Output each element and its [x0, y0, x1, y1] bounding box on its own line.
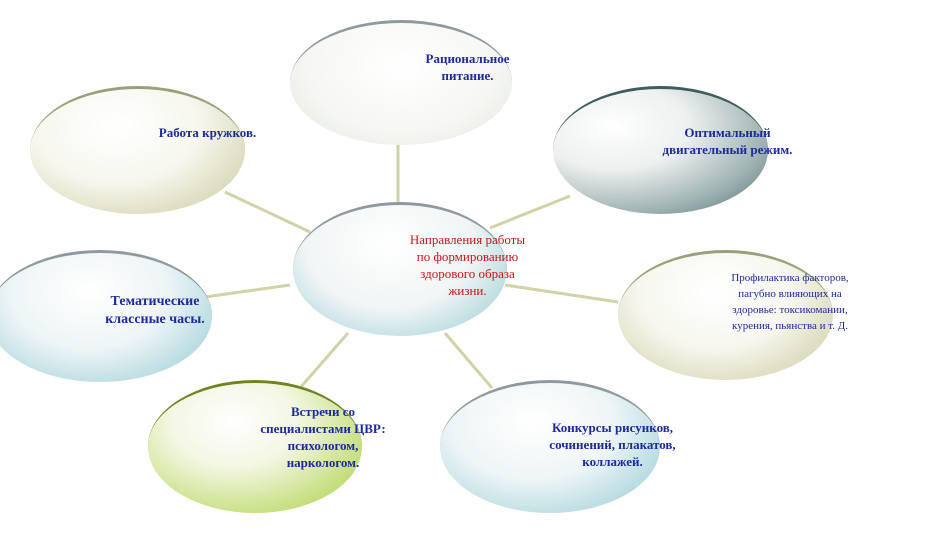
- node-meetings-label: Встречи со специалистами ЦВР: психологом…: [248, 403, 398, 471]
- node-class-hours-line-1: Тематические: [110, 294, 200, 309]
- connector-clubs: [224, 190, 311, 234]
- node-motion: [553, 86, 768, 214]
- connector-meetings: [298, 332, 350, 389]
- node-class-hours-label: Тематические классные часы.: [70, 293, 240, 329]
- node-contests: [440, 380, 660, 513]
- node-meetings-line-4: наркологом.: [286, 455, 360, 470]
- node-center-line-3: здорового образа: [420, 266, 515, 281]
- node-prevention-line-2: пагубно влияющих на: [738, 288, 842, 300]
- node-motion-line-2: двигательный режим.: [662, 142, 793, 157]
- node-clubs-label: Работа кружков.: [130, 124, 285, 141]
- node-nutrition-line-1: Рациональное: [425, 51, 510, 66]
- node-prevention-line-1: Профилактика факторов,: [731, 272, 849, 284]
- node-contests-line-2: сочинений, плакатов,: [549, 437, 676, 452]
- node-prevention-line-3: здоровье: токсикомании,: [732, 304, 848, 316]
- node-nutrition-label: Рациональное питание.: [400, 50, 535, 84]
- node-motion-line-1: Оптимальный: [684, 125, 771, 140]
- node-class-hours: [0, 250, 212, 382]
- node-center: [293, 202, 507, 336]
- connector-motion: [489, 194, 571, 230]
- node-prevention-label: Профилактика факторов, пагубно влияющих …: [710, 270, 870, 334]
- node-contests-label: Конкурсы рисунков, сочинений, плакатов, …: [530, 419, 695, 470]
- node-center-line-2: по формированию: [416, 249, 519, 264]
- node-meetings-line-3: психологом,: [287, 438, 359, 453]
- node-class-hours-line-2: классные часы.: [105, 312, 205, 327]
- connector-prevention: [504, 283, 619, 304]
- node-meetings-line-1: Встречи со: [290, 404, 355, 419]
- node-contests-line-1: Конкурсы рисунков,: [551, 420, 674, 435]
- node-contests-line-3: коллажей.: [582, 454, 643, 469]
- node-center-label: Направления работы по формированию здоро…: [385, 231, 550, 299]
- connector-class-hours: [204, 283, 291, 299]
- node-meetings-line-2: специалистами ЦВР:: [260, 421, 386, 436]
- node-nutrition-line-2: питание.: [441, 68, 494, 83]
- node-motion-label: Оптимальный двигательный режим.: [640, 124, 815, 158]
- node-clubs: [30, 86, 245, 214]
- node-center-line-4: жизни.: [448, 283, 487, 298]
- node-prevention: [618, 250, 833, 380]
- node-nutrition: [290, 20, 512, 145]
- node-meetings: [148, 380, 362, 513]
- connector-contests: [443, 332, 494, 389]
- node-clubs-line-1: Работа кружков.: [158, 125, 257, 140]
- node-prevention-line-4: курения, пьянства и т. Д.: [732, 320, 848, 332]
- node-center-line-1: Направления работы: [409, 232, 526, 247]
